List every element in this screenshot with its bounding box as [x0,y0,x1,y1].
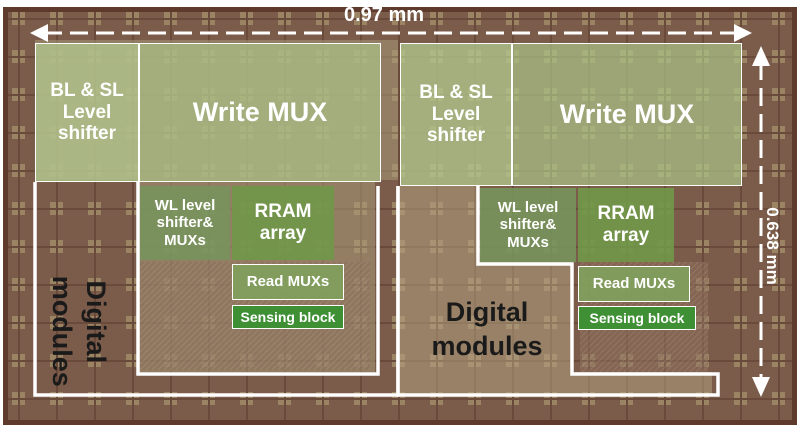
left-read-mux-label: Read MUXs [246,273,330,291]
width-label: 0.97 mm [344,4,425,26]
right-sensing-block-label: Sensing block [589,309,685,326]
digital-modules-outline-right [396,186,720,397]
left-wl-level-shifter: WL level shifter& MUXs [140,186,230,260]
right-rram-array: RRAM array [578,188,674,262]
left-level-shifter: BL & SL Level shifter [35,43,139,182]
left-rram-array-label: RRAM array [254,201,312,244]
right-sensing-block: Sensing block [578,306,696,330]
right-read-mux-label: Read MUXs [592,275,676,293]
left-read-mux: Read MUXs [232,264,344,300]
right-wl-level-shifter-label: WL level shifter& MUXs [497,199,559,251]
left-sensing-block: Sensing block [232,305,344,329]
right-digital-modules: Digital modules [404,296,570,364]
right-write-mux: Write MUX [512,43,742,186]
right-level-shifter-label: BL & SL Level shifter [419,81,493,147]
height-label: 0.638 mm [763,207,782,285]
right-wl-level-shifter: WL level shifter& MUXs [480,188,576,262]
left-write-mux: Write MUX [139,43,381,182]
right-write-mux-label: Write MUX [559,98,695,129]
left-write-mux-label: Write MUX [192,96,328,127]
left-digital-modules-label: Digital modules [47,275,111,387]
right-level-shifter: BL & SL Level shifter [400,43,512,186]
right-read-mux: Read MUXs [578,266,690,302]
left-sensing-block-label: Sensing block [240,308,336,325]
right-rram-array-label: RRAM array [597,203,655,246]
left-digital-modules: Digital modules [40,236,116,387]
left-level-shifter-label: BL & SL Level shifter [50,79,124,145]
left-rram-array: RRAM array [232,186,334,260]
right-digital-modules-label: Digital modules [431,297,543,361]
left-wl-level-shifter-label: WL level shifter& MUXs [154,197,216,249]
